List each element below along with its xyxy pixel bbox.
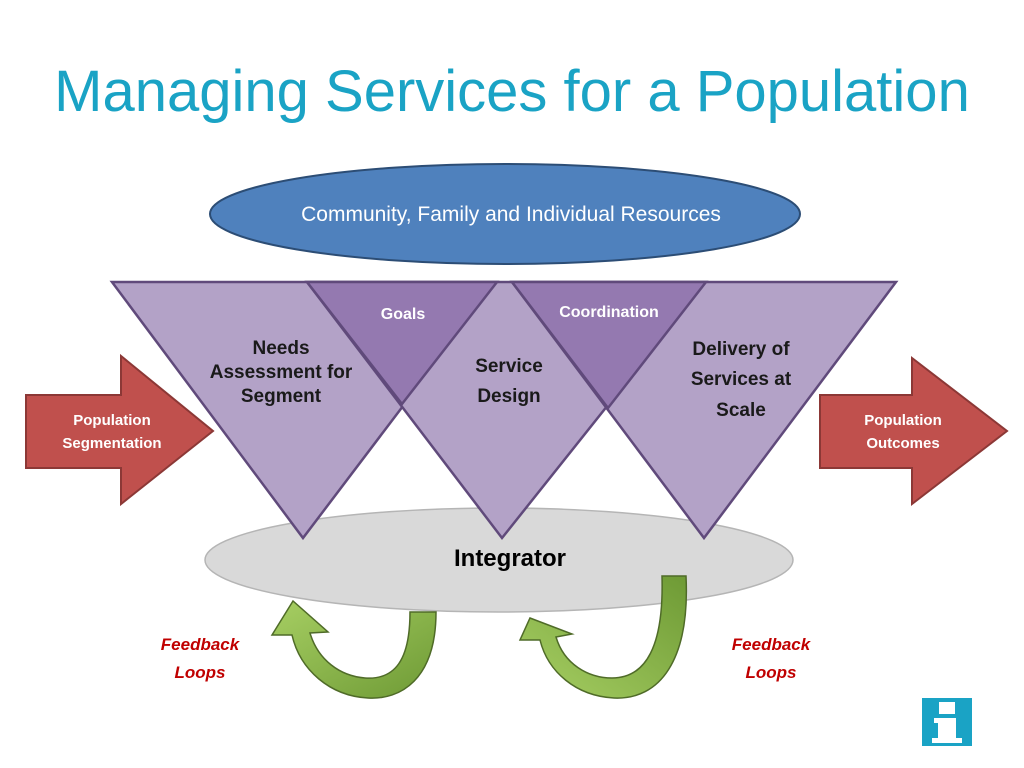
resources-label: Community, Family and Individual Resourc… [301, 203, 721, 226]
feedback-right-label-2: Loops [746, 663, 797, 682]
feedback-left-label-1: Feedback [161, 635, 241, 654]
integrator-label: Integrator [454, 545, 566, 572]
service-label-1: Service [475, 356, 543, 377]
triangle-goals [304, 280, 500, 407]
resources-ellipse: Community, Family and Individual Resourc… [209, 163, 801, 265]
feedback-left-label-2: Loops [175, 663, 226, 682]
service-label-2: Design [477, 386, 540, 407]
delivery-label-2: Services at [691, 369, 792, 390]
population-segmentation-label-1: Population [73, 412, 151, 429]
population-outcomes-label-2: Outcomes [866, 435, 939, 452]
population-segmentation-label-2: Segmentation [62, 435, 161, 452]
feedback-loop-arrow-left [270, 599, 437, 699]
population-segmentation-arrow: Population Segmentation [25, 353, 215, 507]
slide-title: Managing Services for a Population [54, 59, 970, 124]
delivery-label-1: Delivery of [692, 339, 790, 360]
triangle-coordination [509, 280, 709, 411]
delivery-label-3: Scale [716, 400, 766, 421]
feedback-right-label-1: Feedback [732, 635, 812, 654]
info-i-icon [922, 698, 972, 746]
needs-label-1: Needs [252, 338, 309, 359]
needs-label-2: Assessment for [210, 362, 353, 383]
coordination-label: Coordination [559, 304, 659, 321]
feedback-loop-arrow-right [518, 575, 688, 699]
goals-label: Goals [381, 306, 426, 323]
population-outcomes-arrow: Population Outcomes [819, 355, 1009, 507]
needs-label-3: Segment [241, 386, 322, 407]
population-outcomes-label-1: Population [864, 412, 942, 429]
